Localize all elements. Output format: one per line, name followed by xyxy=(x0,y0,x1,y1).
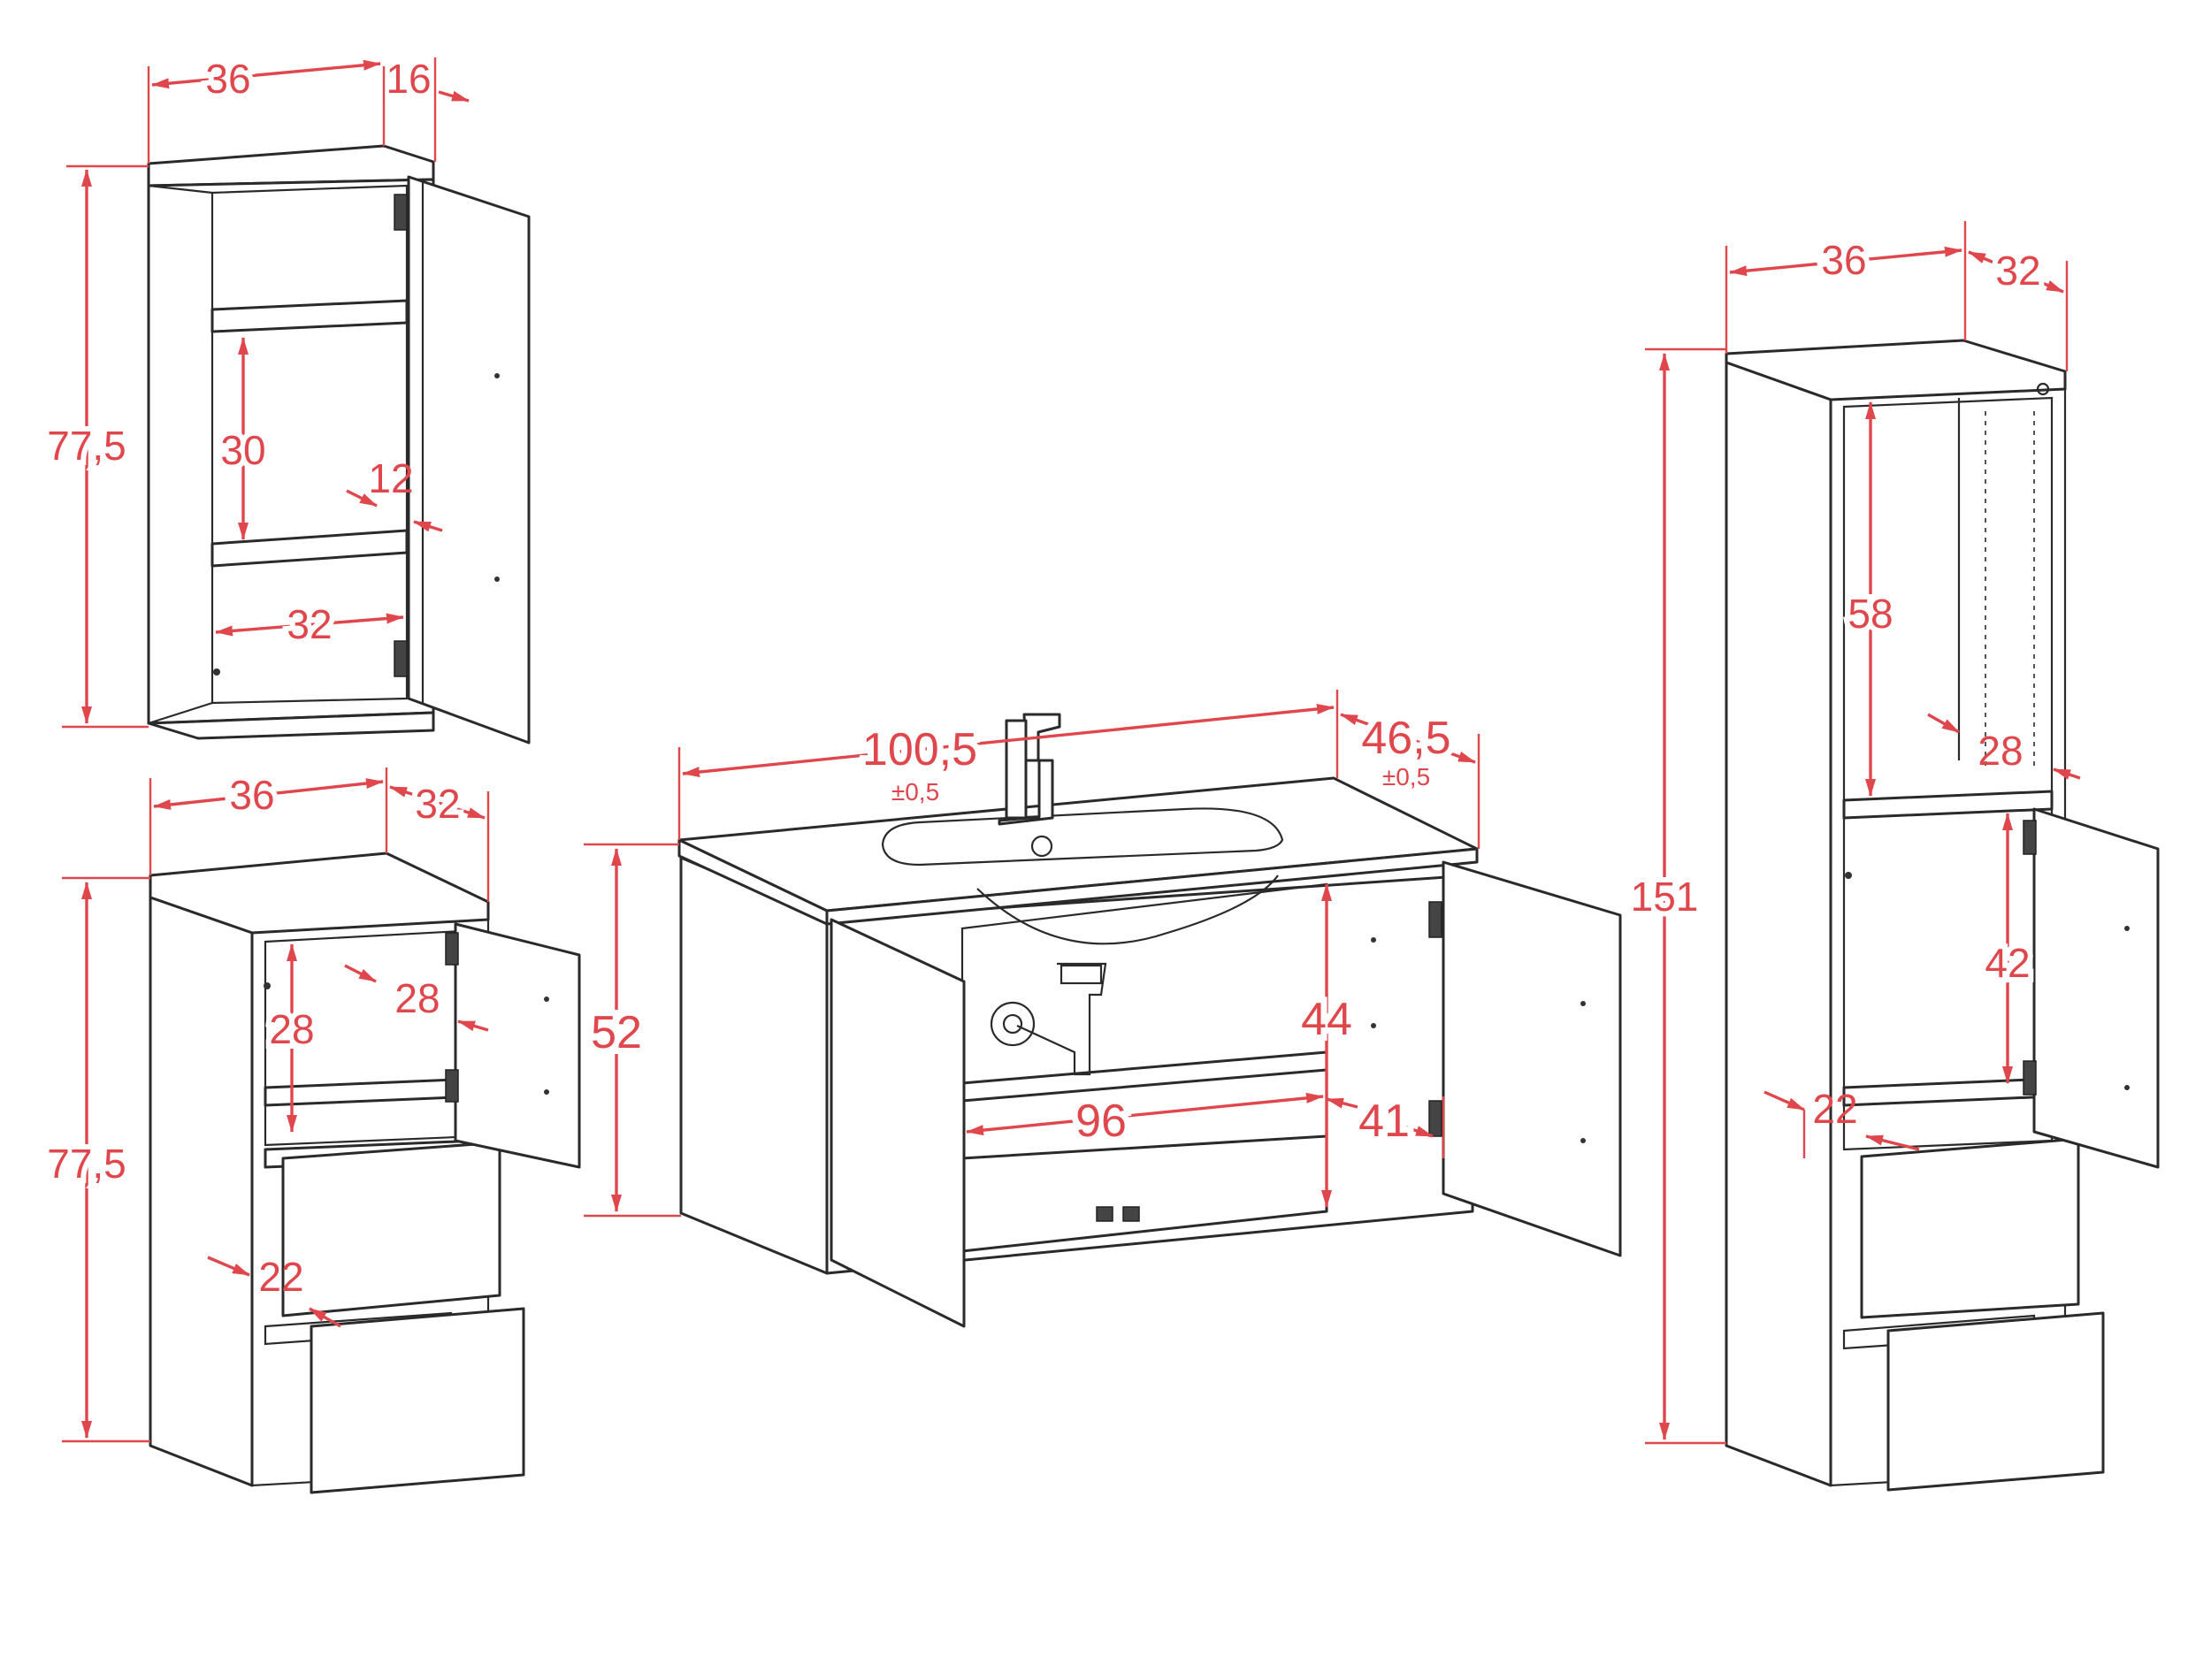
dim-vanity-inner-height: 44 xyxy=(1301,994,1352,1045)
dim-upper-inner-line xyxy=(215,613,404,637)
dim-upper-width: 36 xyxy=(205,56,250,102)
lower-cabinet xyxy=(149,851,581,1494)
dim-tall-drawer-line-a xyxy=(1763,1090,1805,1111)
dim-upper-width-line xyxy=(151,59,381,89)
dim-upper-door: 12 xyxy=(368,455,413,501)
dim-lower-width: 36 xyxy=(229,772,274,818)
dim-vanity-width-tolerance: ±0,5 xyxy=(891,778,939,806)
dim-vanity-inner-depth-line-b xyxy=(1405,1126,1434,1138)
dim-lower-inner-depth-line-a xyxy=(344,964,377,983)
dim-vanity-depth: 46,5 xyxy=(1361,713,1450,764)
upper-cabinet xyxy=(147,144,531,745)
dim-upper-height: 77,5 xyxy=(47,423,126,469)
dim-upper-inner: 32 xyxy=(287,601,332,647)
dim-upper-depth-line xyxy=(438,90,470,103)
dim-vanity-depth-tolerance: ±0,5 xyxy=(1382,763,1430,790)
dim-upper-depth: 16 xyxy=(386,56,431,102)
dim-lower-drawer: 22 xyxy=(258,1254,303,1300)
dim-tall-shelf-line-a xyxy=(1927,713,1960,734)
dim-upper-door-line-b xyxy=(413,520,443,532)
dim-lower-inner-depth: 28 xyxy=(394,975,440,1021)
tall-cabinet xyxy=(1725,339,2160,1492)
dim-tall-drawer: 22 xyxy=(1812,1086,1857,1132)
dim-vanity-width-line xyxy=(682,703,1335,778)
dim-lower-width-line xyxy=(153,778,384,810)
dim-lower-depth: 32 xyxy=(415,781,460,827)
dim-vanity-inner-width: 96 xyxy=(1075,1096,1127,1147)
lower-cabinet-dimensions: 36 32 77,5 28 28 22 xyxy=(42,767,490,1443)
dim-tall-height: 151 xyxy=(1631,874,1699,920)
dim-vanity-inner-depth: 41 xyxy=(1358,1096,1410,1147)
dim-tall-shelf: 28 xyxy=(1978,728,2023,774)
dim-lower-height: 77,5 xyxy=(47,1141,126,1187)
dim-lower-depth-line xyxy=(389,785,486,820)
dim-upper-door-line-a xyxy=(346,489,378,508)
tall-cabinet-dimensions: 36 32 151 58 28 42 22 xyxy=(1626,221,2081,1445)
dim-lower-drawer-line-b xyxy=(309,1307,341,1328)
vanity-dimensions: 100,5 ±0,5 46,5 ±0,5 52 44 96 41 xyxy=(584,690,1480,1218)
dim-lower-drawer-line-a xyxy=(207,1256,250,1277)
upper-cabinet-dimensions: 36 16 77,5 30 12 32 xyxy=(42,50,470,729)
dim-lower-compartment: 28 xyxy=(269,1006,314,1052)
dim-tall-depth: 32 xyxy=(1995,248,2040,294)
dim-tall-open: 58 xyxy=(1848,591,1893,637)
dim-vanity-depth-line xyxy=(1340,713,1476,764)
dim-vanity-width: 100,5 xyxy=(862,724,977,775)
dim-lower-inner-depth-line-b xyxy=(457,1019,489,1032)
dim-vanity-inner-width-line xyxy=(966,1092,1324,1136)
vanity xyxy=(677,713,1622,1328)
dim-tall-width: 36 xyxy=(1821,237,1866,283)
dim-tall-door: 42 xyxy=(1985,940,2030,986)
dim-tall-depth-line xyxy=(1968,250,2064,294)
dim-vanity-height: 52 xyxy=(591,1007,642,1058)
dim-tall-width-line xyxy=(1729,246,1962,277)
dim-tall-shelf-line-b xyxy=(2053,767,2081,780)
dim-upper-shelf: 30 xyxy=(220,427,265,473)
dim-vanity-inner-depth-line-a xyxy=(1326,1097,1358,1109)
dim-tall-drawer-line-b xyxy=(1865,1134,1920,1151)
